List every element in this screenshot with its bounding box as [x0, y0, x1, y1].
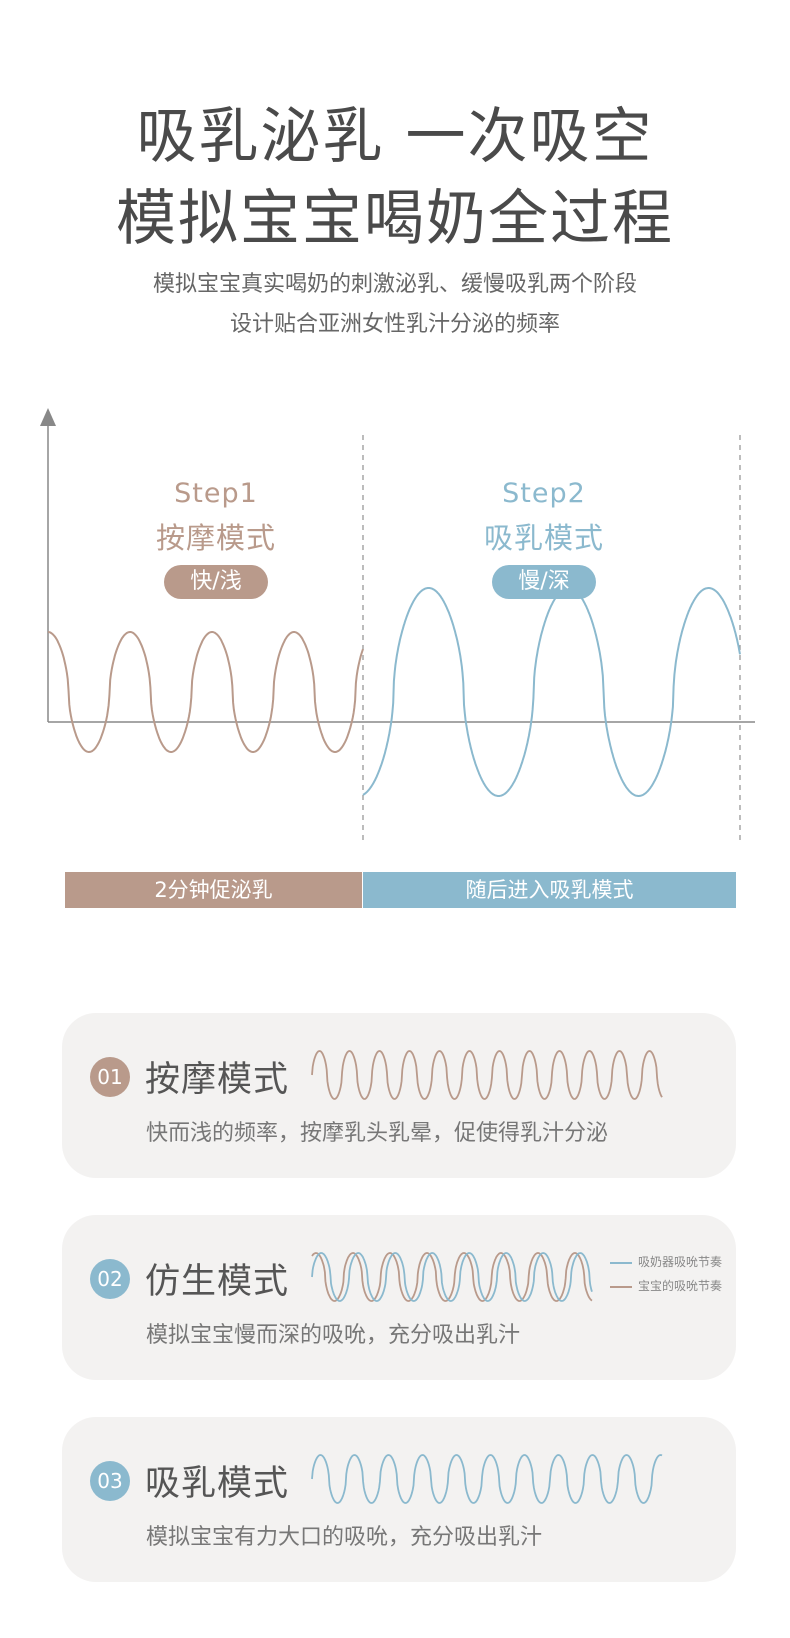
stage-step-label: Step2 [502, 478, 586, 509]
subtitle-line2: 设计贴合亚洲女性乳汁分泌的频率 [229, 312, 560, 337]
stage-step-label: Step1 [174, 478, 258, 509]
mode-card-bionic: 02 仿生模式 吸奶器吸吮节奏 宝宝的吸吮节奏 模拟宝宝慢而深的吸吮，充分吸出乳… [62, 1215, 736, 1380]
timeline-bar-suction: 随后进入吸乳模式 [363, 872, 736, 908]
massage-wave [47, 631, 364, 754]
legend-pump-label: 吸奶器吸吮节奏 [638, 1255, 723, 1269]
legend-baby-rhythm: 宝宝的吸吮节奏 [610, 1277, 722, 1294]
stage-tag-badge: 慢/深 [492, 565, 596, 599]
mode-number-badge: 02 [90, 1259, 130, 1299]
timeline-bar-massage: 2分钟促泌乳 [65, 872, 362, 908]
suction-wave-icon [311, 1454, 663, 1504]
stage-suction: Step2 吸乳模式 慢/深 [424, 478, 664, 599]
suction-wave-diagram [40, 408, 755, 840]
legend-pump-rhythm: 吸奶器吸吮节奏 [610, 1253, 722, 1270]
stage-tag-badge: 快/浅 [164, 565, 268, 599]
mode-number-badge: 01 [90, 1057, 130, 1097]
bionic-wave-icon [311, 1252, 593, 1302]
stage-massage: Step1 按摩模式 快/浅 [96, 478, 336, 599]
stage-mode-label: 按摩模式 [155, 521, 276, 555]
suction-wave [362, 587, 741, 797]
massage-wave-icon [311, 1050, 663, 1100]
mode-card-description: 快而浅的频率，按摩乳头乳晕，促使得乳汁分泌 [146, 1121, 609, 1146]
mode-card-title: 按摩模式 [145, 1060, 290, 1100]
legend-baby-label: 宝宝的吸吮节奏 [638, 1279, 723, 1293]
y-axis-arrow-icon [40, 408, 56, 426]
page-title-line1: 吸乳泌乳 一次吸空 [136, 102, 654, 172]
mode-card-description: 模拟宝宝慢而深的吸吮，充分吸出乳汁 [146, 1323, 521, 1348]
mode-card-description: 模拟宝宝有力大口的吸吮，充分吸出乳汁 [146, 1525, 543, 1550]
mode-number-badge: 03 [90, 1461, 130, 1501]
legend-swatch-blue [610, 1261, 632, 1264]
stage-mode-label: 吸乳模式 [483, 521, 604, 555]
page-title-line2: 模拟宝宝喝奶全过程 [116, 184, 674, 254]
mode-card-title: 吸乳模式 [145, 1464, 290, 1504]
legend-swatch-brown [610, 1285, 632, 1288]
mode-card-suction: 03 吸乳模式 模拟宝宝有力大口的吸吮，充分吸出乳汁 [62, 1417, 736, 1582]
subtitle-line1: 模拟宝宝真实喝奶的刺激泌乳、缓慢吸乳两个阶段 [152, 272, 637, 297]
mode-card-massage: 01 按摩模式 快而浅的频率，按摩乳头乳晕，促使得乳汁分泌 [62, 1013, 736, 1178]
mode-card-title: 仿生模式 [145, 1262, 290, 1302]
